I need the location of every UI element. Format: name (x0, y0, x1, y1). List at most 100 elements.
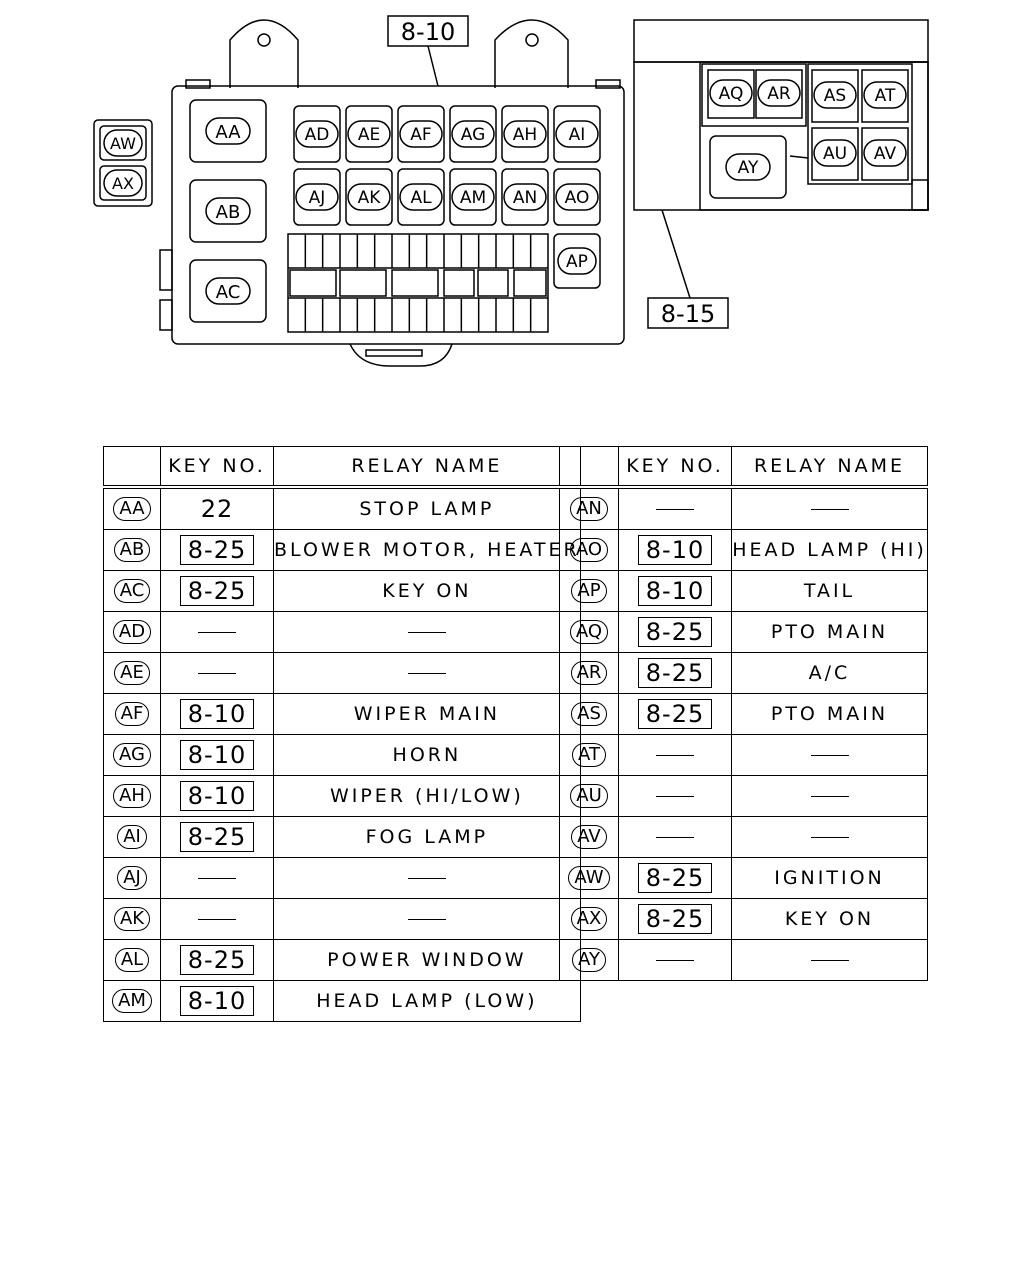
reference-label-8-15: 8-15 (647, 209, 729, 329)
relay-name: PTO MAIN (770, 703, 889, 725)
key-number: 8-10 (179, 740, 255, 770)
relay-id-cell: AW (559, 857, 619, 899)
key-number-cell: 8-10 (618, 529, 732, 571)
empty-dash (407, 878, 446, 879)
empty-dash (810, 837, 849, 838)
relay-id-cell: AS (559, 693, 619, 735)
relay-id-cell: AD (103, 611, 161, 653)
relay-id-badge: AF (114, 702, 150, 726)
relay-name-cell: WIPER MAIN (273, 693, 581, 735)
relay-name-cell: PTO MAIN (731, 611, 928, 653)
key-number-cell (618, 486, 732, 530)
table-header-id (559, 446, 619, 489)
key-number: 8-25 (179, 535, 255, 565)
relay-name-cell (731, 939, 928, 981)
svg-text:AR: AR (767, 84, 791, 104)
svg-text:AH: AH (513, 125, 537, 145)
box-bottom-slot (365, 349, 423, 357)
box-side-tab (159, 299, 173, 331)
relay-id-badge: AS (571, 702, 607, 726)
empty-dash (810, 796, 849, 797)
box-tab (185, 79, 211, 89)
relay-name: WIPER MAIN (353, 703, 501, 725)
key-number-cell: 8-25 (618, 611, 732, 653)
relay-id-cell: AO (559, 529, 619, 571)
relay-id-badge: AG (113, 743, 151, 767)
relay-id-badge: AJ (117, 866, 147, 890)
relay-name-cell (273, 611, 581, 653)
relay-id-cell: AJ (103, 857, 161, 899)
key-number-cell (618, 775, 732, 817)
relay-slot-ah: AH (501, 105, 549, 163)
key-number-cell (160, 611, 274, 653)
relay-slot-ab: AB (189, 179, 267, 243)
main-relay-box (171, 85, 625, 345)
relay-id-badge: AA (113, 497, 151, 521)
relay-id-cell: AQ (559, 611, 619, 653)
table-header-key: KEY NO. (160, 446, 274, 489)
relay-slot-aw-ax: AW AX (93, 119, 153, 207)
relay-name: A/C (808, 662, 851, 684)
relay-name: HORN (392, 744, 462, 766)
svg-text:AV: AV (874, 144, 897, 164)
relay-name-cell: WIPER (HI/LOW) (273, 775, 581, 817)
table-row: AJ (103, 857, 581, 899)
relay-slot-ar: AR (755, 69, 803, 119)
relay-id-cell: AA (103, 486, 161, 530)
mount-ear-left (229, 19, 299, 88)
relay-slot-av: AV (861, 127, 909, 181)
relay-id-cell: AG (103, 734, 161, 776)
key-number: 8-25 (179, 576, 255, 606)
table-row: AV (559, 816, 928, 858)
empty-dash (810, 755, 849, 756)
relay-name: HEAD LAMP (LOW) (316, 990, 538, 1012)
table-row: AD (103, 611, 581, 653)
table-row: AN (559, 486, 928, 530)
relay-name-cell: STOP LAMP (273, 486, 581, 530)
empty-dash (656, 509, 694, 510)
empty-dash (407, 673, 446, 674)
svg-text:AW: AW (110, 134, 136, 153)
table-row: AK (103, 898, 581, 940)
relay-id-badge: AX (570, 907, 608, 931)
table-row: AE (103, 652, 581, 694)
mount-hole-right (525, 33, 539, 47)
relay-name-cell: BLOWER MOTOR, HEATER (273, 529, 581, 571)
table-row: AU (559, 775, 928, 817)
relay-slot-ao: AO (553, 168, 601, 226)
box-bottom-connector (349, 343, 453, 367)
relay-name: IGNITION (774, 867, 885, 889)
relay-id-cell: AK (103, 898, 161, 940)
relay-id-cell: AE (103, 652, 161, 694)
relay-slot-aa: AA (189, 99, 267, 163)
relay-slot-at: AT (861, 69, 909, 123)
svg-text:AT: AT (875, 86, 896, 106)
key-number-cell: 8-10 (160, 980, 274, 1022)
key-number-cell (618, 939, 732, 981)
relay-slot-as: AS (811, 69, 859, 123)
relay-name: BLOWER MOTOR, HEATER (274, 539, 580, 561)
relay-id-cell: AP (559, 570, 619, 612)
relay-name: FOG LAMP (365, 826, 489, 848)
reference-label-8-10: 8-10 (387, 15, 469, 87)
empty-dash (656, 960, 694, 961)
svg-text:AP: AP (566, 252, 588, 272)
key-number-cell (160, 898, 274, 940)
relay-name: KEY ON (382, 580, 472, 602)
relay-id-badge: AT (572, 743, 606, 767)
relay-name-cell (731, 775, 928, 817)
key-number: 8-10 (179, 781, 255, 811)
key-number-cell: 22 (160, 486, 274, 530)
table-header-id (103, 446, 161, 489)
relay-name-cell (731, 816, 928, 858)
key-number: 8-10 (179, 699, 255, 729)
relay-slot-ac: AC (189, 259, 267, 323)
